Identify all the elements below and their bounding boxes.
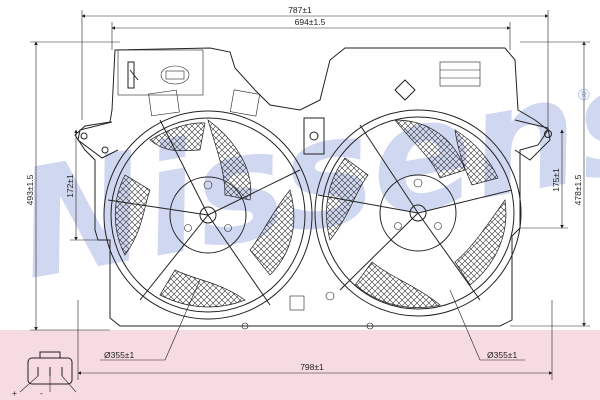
dim-left-fan-diameter: Ø355±1 [104,350,134,360]
connector-plus-label: + [12,388,17,398]
dim-right-height: 478±1.5 [573,174,583,205]
dim-total-height: 493±1.5 [25,174,35,205]
right-fan [314,109,522,317]
dim-inner-width: 694±1.5 [295,17,326,27]
fan-shroud [74,47,552,330]
dim-right-fan-diameter: Ø355±1 [487,350,517,360]
left-fan [103,110,313,320]
connector-symbol [19,351,77,393]
dim-left-offset: 172±1 [65,174,75,198]
bottom-band [0,330,600,400]
dim-bottom-width: 798±1 [300,362,324,372]
dim-right-offset: 175±1 [551,168,561,192]
dim-total-width: 787±1 [288,5,312,15]
connector-minus-label: - [40,388,43,398]
